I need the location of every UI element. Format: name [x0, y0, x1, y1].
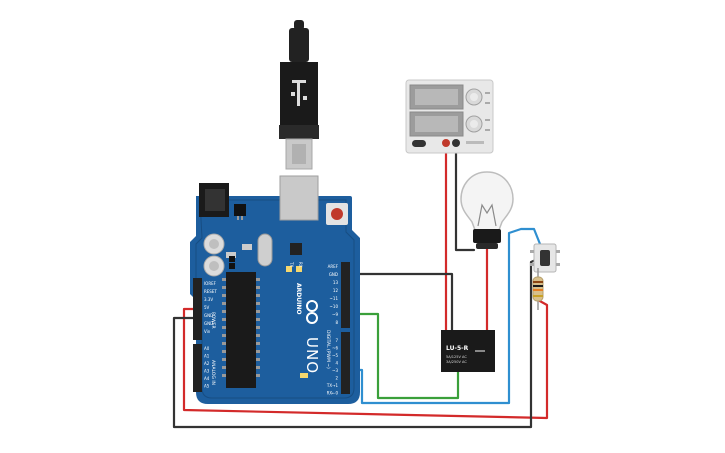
wires	[172, 141, 549, 429]
pin-label: A3	[204, 369, 210, 374]
psu-terminal-positive[interactable]	[442, 139, 450, 147]
relay-rating-2: 3A/250V AC	[446, 360, 467, 364]
wire-psu-negative[interactable]	[454, 141, 476, 252]
pin-label: GND	[329, 272, 338, 277]
crystal	[257, 233, 273, 267]
relay-model-label: LU-5-R	[446, 345, 469, 352]
pin-label: GND	[204, 321, 213, 326]
tx-led-label: TX	[289, 261, 294, 267]
wire-gnd-to-button[interactable]	[172, 256, 542, 429]
pin-label: 13	[333, 280, 339, 285]
digital-pin-labels-bottom: 7 ~6 ~5 4 ~3 2TX→1RX←0	[326, 338, 339, 396]
wire-pin9-to-relay[interactable]	[346, 312, 460, 400]
resistor-icon[interactable]	[532, 268, 544, 310]
digital-header-top	[341, 262, 350, 328]
pin-label: 3.3V	[204, 297, 213, 302]
pin-label: A4	[204, 376, 210, 381]
relay-module[interactable]: LU-5-R 5A/125V AC 3A/250V AC	[441, 330, 495, 372]
arduino-logo	[306, 300, 318, 324]
rx-led-label: RX	[298, 262, 303, 268]
pin-label: ~11	[330, 296, 339, 301]
digital-header-bottom	[341, 332, 350, 394]
psu-terminal-negative[interactable]	[452, 139, 460, 147]
relay-rating-1: 5A/125V AC	[446, 355, 467, 359]
usb-socket	[279, 175, 319, 221]
arduino-uno-board[interactable]: ARDUINO UNO DIGITAL (PWM ~) POWER ANALOG…	[190, 175, 360, 404]
pin-label: A2	[204, 361, 210, 366]
usb-cable-icon[interactable]	[279, 20, 319, 170]
power-supply-icon[interactable]	[405, 79, 494, 154]
analog-section-label: ANALOG IN	[210, 360, 216, 385]
pin-label: GND	[204, 313, 213, 318]
pin-label: 7	[335, 338, 338, 343]
pin-label: AREF	[328, 264, 339, 269]
pin-label: ~5	[332, 353, 338, 358]
pin-label: IOREF	[204, 281, 217, 286]
wire-gnd-to-relay[interactable]	[346, 272, 454, 332]
light-bulb-icon[interactable]	[460, 171, 514, 249]
power-section-label: POWER	[210, 312, 216, 329]
pin-label: ~3	[332, 368, 338, 373]
digital-section-label: DIGITAL (PWM ~)	[325, 330, 331, 369]
power-header	[193, 278, 202, 340]
psu-power-switch[interactable]	[412, 140, 426, 147]
pin-label: A0	[204, 346, 210, 351]
pin-label: RESET	[204, 289, 217, 294]
analog-header	[193, 344, 202, 392]
wire-pin2-to-button[interactable]	[346, 227, 542, 405]
pin-label: TX→1	[326, 383, 339, 388]
pin-label: Vin	[204, 329, 211, 334]
board-model-label: UNO	[303, 337, 321, 374]
digital-pin-labels-top: AREF GND 13 12 ~11 ~10 ~9 8	[328, 264, 339, 325]
pin-label: 8	[335, 320, 338, 325]
microcontroller-chip	[222, 272, 260, 388]
pin-label: 4	[335, 361, 338, 366]
pin-label: RX←0	[327, 391, 339, 396]
board-brand-label: ARDUINO	[295, 283, 302, 314]
pin-label: ~9	[332, 312, 338, 317]
pin-label: A1	[204, 354, 210, 359]
pin-label: ~10	[330, 304, 339, 309]
pin-label: 2	[335, 376, 338, 381]
pin-label: A5	[204, 384, 210, 389]
pin-label: 12	[333, 288, 339, 293]
pushbutton-icon[interactable]	[530, 243, 560, 273]
pin-label: ~6	[332, 346, 338, 351]
wire-5v-to-resistor[interactable]	[182, 298, 549, 420]
pin-label: 5V	[204, 305, 210, 310]
power-pin-labels: IOREF RESET 3.3V 5V GND GND Vin	[204, 281, 217, 334]
icsp-header	[229, 256, 235, 269]
